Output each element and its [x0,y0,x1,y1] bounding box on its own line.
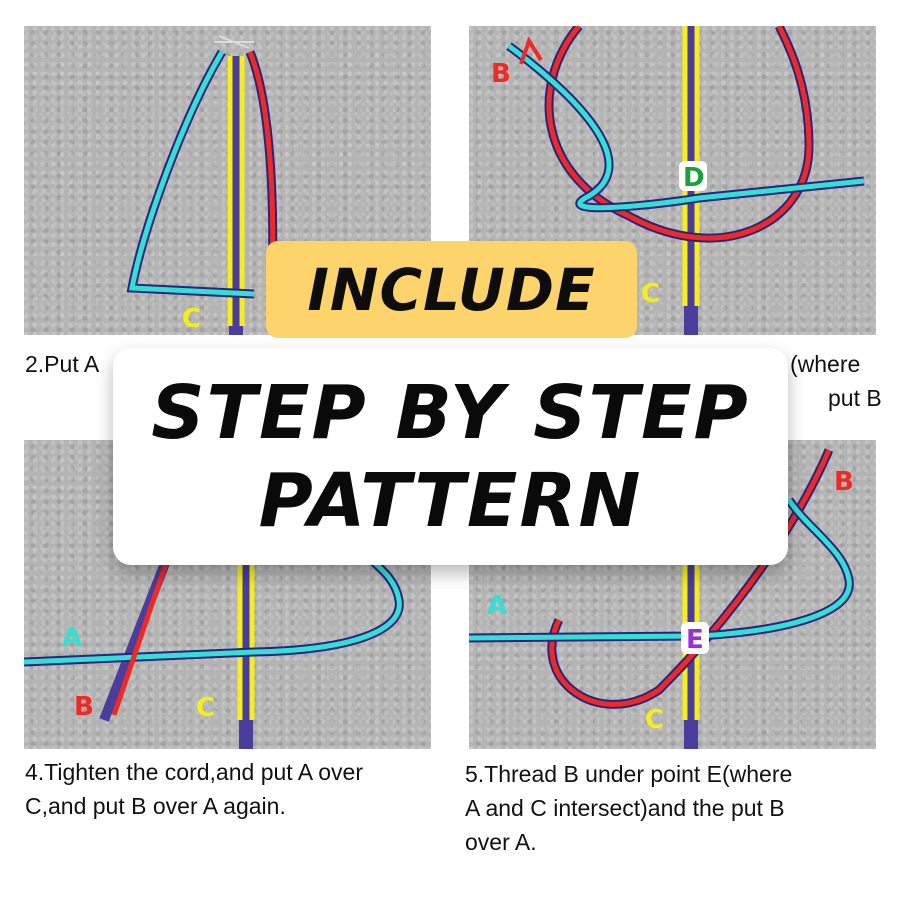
step5-cord-illustration: A B E C [469,440,854,749]
label-c: C [645,705,664,735]
title-line-1: STEP BY STEP [151,369,750,456]
step3-caption-line2: put B [828,385,882,411]
step4-caption: 4.Tighten the cord,and put A over C,and … [25,755,363,823]
step4-caption-line1: 4.Tighten the cord,and put A over [25,759,363,785]
label-d: D [683,163,705,193]
step3-cord-illustration: B D C [491,26,865,335]
step4-caption-line2: C,and put B over A again. [25,793,286,819]
label-c: C [182,304,201,334]
step5-caption-line1: 5.Thread B under point E(where [465,761,793,787]
label-a: A [487,591,507,621]
step3-caption-line1: (where [790,351,861,377]
label-c: C [641,279,660,309]
label-b: B [834,467,854,497]
step2-photo: C [24,26,431,335]
label-b: B [491,59,511,89]
step5-caption-line3: over A. [465,829,537,855]
label-e: E [686,625,704,655]
include-badge: INCLUDE [266,241,637,338]
step5-caption: 5.Thread B under point E(where A and C i… [465,757,792,859]
cord-c-yellow [227,56,245,326]
cord-a-cyan [128,50,255,297]
label-c: C [196,693,215,723]
label-b: B [74,692,94,722]
title-line-2: PATTERN [258,457,643,544]
title-card: STEP BY STEP PATTERN [113,348,788,565]
step5-caption-line2: A and C intersect)and the put B [465,795,785,821]
step2-caption: 2.Put A [25,351,100,377]
step3-caption: (where put B [790,347,882,415]
label-a: A [62,623,82,653]
